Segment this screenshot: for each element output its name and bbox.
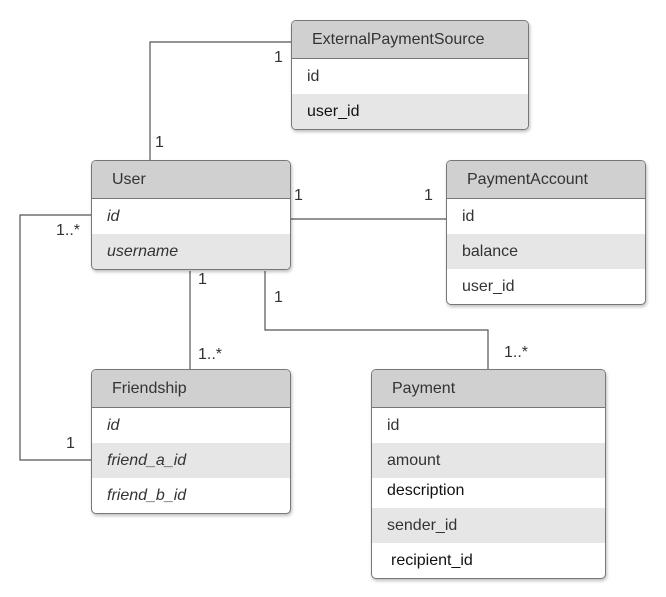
field-row: user_id	[462, 278, 515, 295]
entity-header: User	[92, 161, 290, 199]
field-row: description	[387, 482, 465, 499]
multiplicity-label: 1..*	[504, 344, 529, 361]
entity-friendship[interactable]: Friendship id friend_a_id friend_b_id	[91, 369, 291, 514]
multiplicity-label: 1..*	[198, 346, 223, 363]
multiplicity-label: 1	[274, 289, 283, 306]
entity-header: Payment	[372, 370, 605, 408]
field-row: balance	[447, 234, 645, 269]
line-user-externalpaymentsource	[149, 41, 291, 160]
multiplicity-label: 1	[66, 435, 75, 452]
multiplicity-label: 1	[155, 134, 164, 151]
entity-external-payment-source[interactable]: ExternalPaymentSource id user_id	[291, 20, 529, 130]
multiplicity-label: 1	[274, 49, 283, 66]
entity-payment-account[interactable]: PaymentAccount id balance user_id	[446, 160, 646, 305]
multiplicity-label: 1	[198, 271, 207, 288]
multiplicity-label: 1	[424, 187, 433, 204]
entity-header: PaymentAccount	[447, 161, 645, 199]
line-user-friendship-self	[19, 214, 91, 461]
entity-user[interactable]: User id username	[91, 160, 291, 270]
field-row: user_id	[292, 94, 528, 129]
field-row: friend_a_id	[92, 443, 290, 478]
entity-payment[interactable]: Payment id amount description sender_id …	[371, 369, 606, 579]
entity-header: Friendship	[92, 370, 290, 408]
multiplicity-label: 1..*	[56, 222, 81, 239]
field-row: id	[107, 417, 120, 434]
field-row: sender_id	[372, 508, 605, 543]
field-row: friend_b_id	[107, 487, 187, 504]
field-row: recipient_id	[391, 552, 473, 569]
entity-header: ExternalPaymentSource	[292, 21, 528, 59]
field-row: amount	[372, 443, 605, 478]
line-user-payment	[264, 271, 489, 369]
field-row: id	[462, 208, 475, 225]
field-row: id	[307, 68, 320, 85]
field-row: id	[107, 208, 120, 225]
field-row: username	[92, 234, 290, 269]
multiplicity-label: 1	[294, 187, 303, 204]
field-row: id	[387, 417, 400, 434]
